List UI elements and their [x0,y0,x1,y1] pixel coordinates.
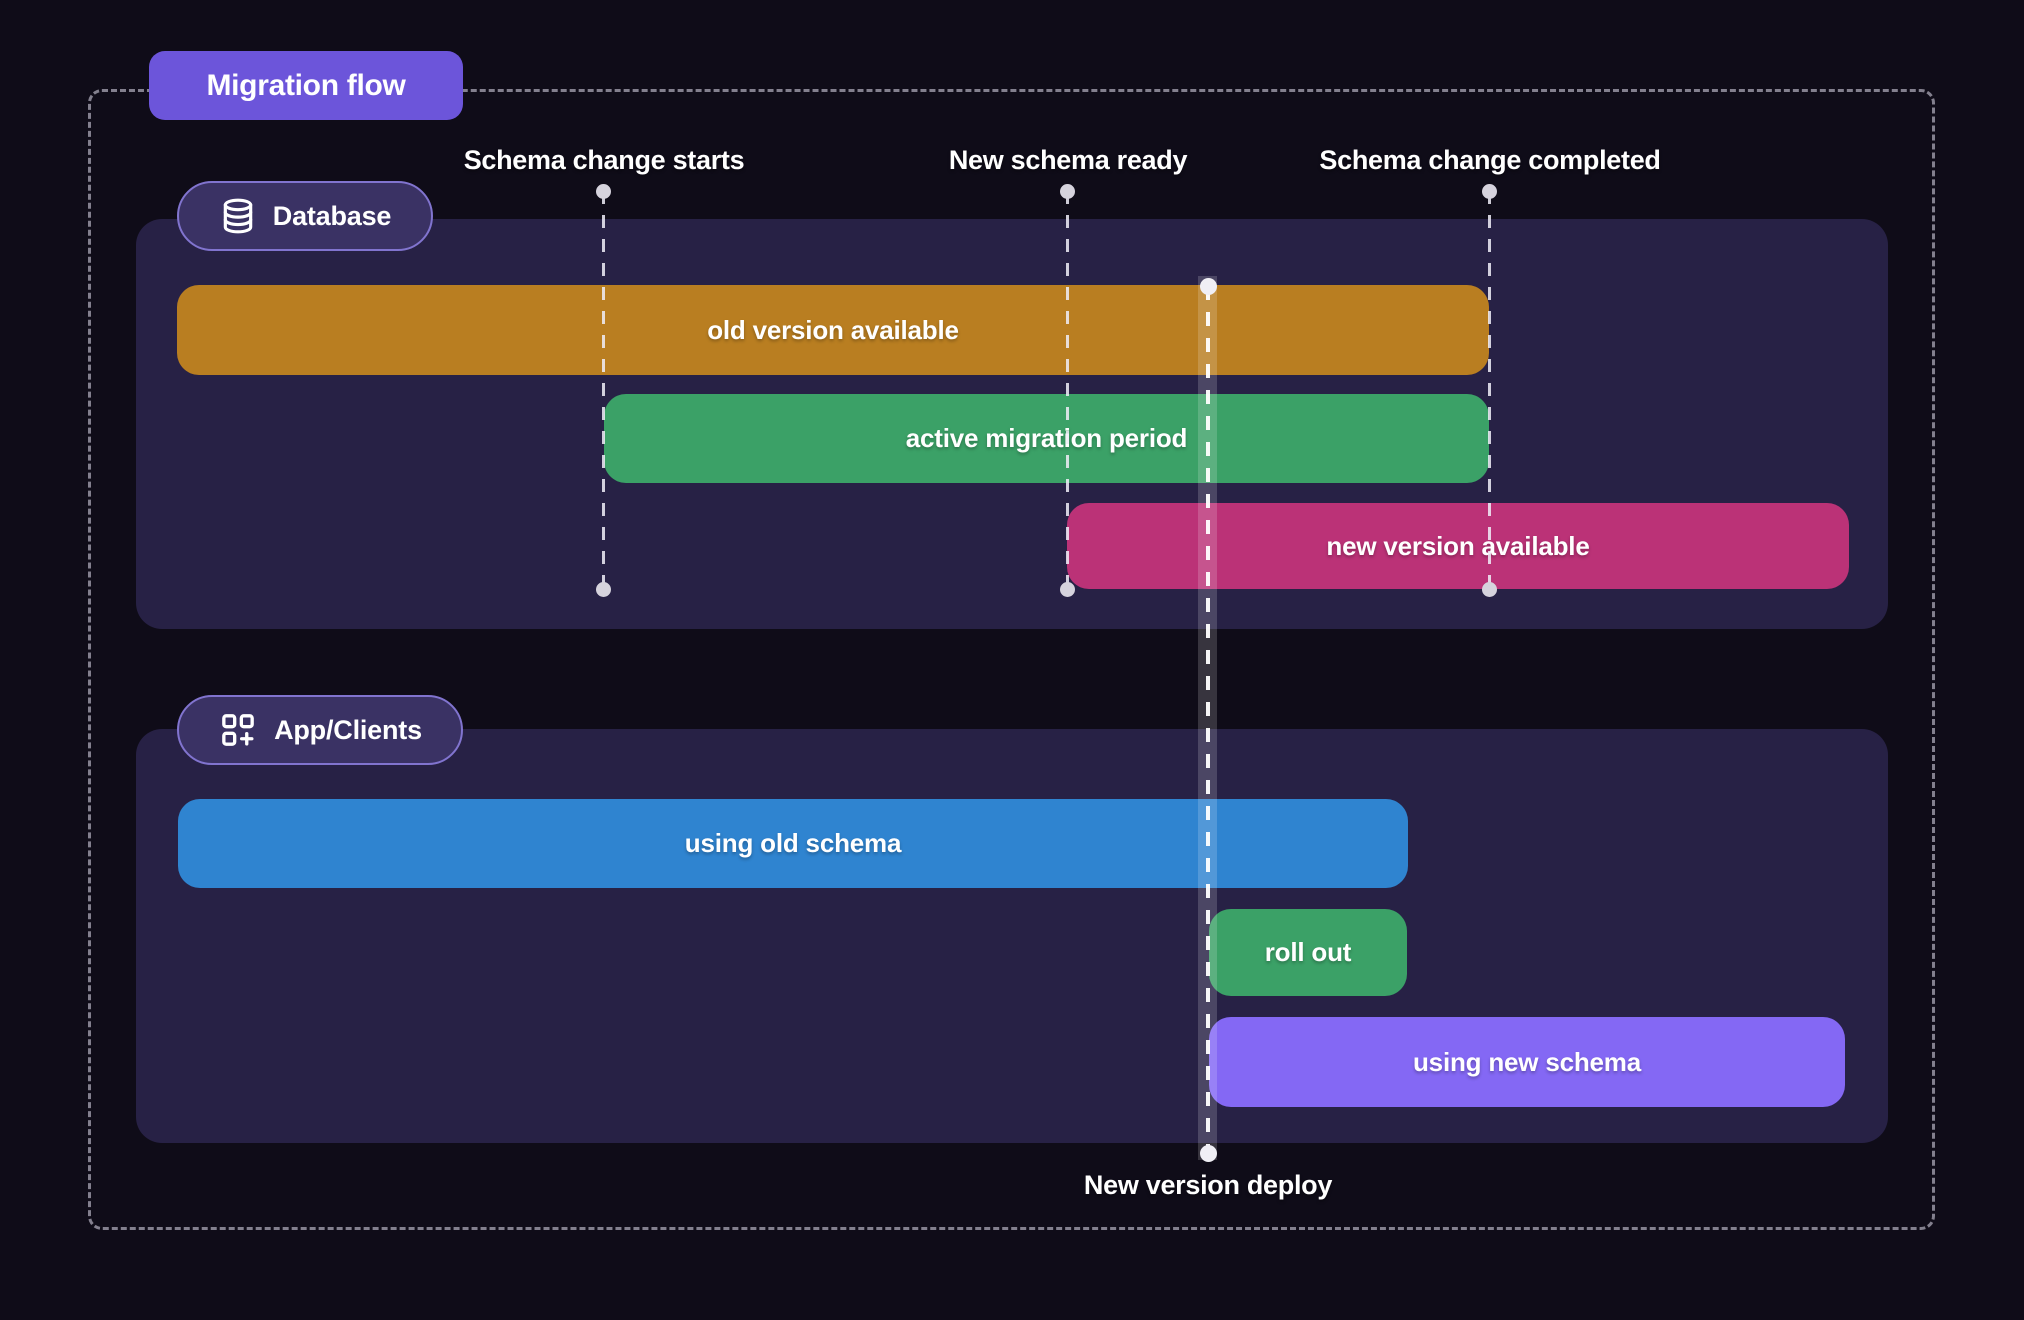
marker-label-new-schema-ready: New schema ready [948,145,1188,175]
bar-label: new version available [1326,530,1590,561]
bar-roll-out: roll out [1209,909,1407,996]
database-lane-badge: Database [177,181,433,251]
marker-dot [1060,184,1075,199]
bar-label: old version available [707,314,959,345]
marker-label-schema-change-completed: Schema change completed [1319,145,1661,175]
marker-line-schema-change-completed [1488,191,1491,589]
marker-dot [1482,582,1497,597]
bar-using-new-schema: using new schema [1209,1017,1845,1107]
bar-label: using old schema [684,828,902,858]
marker-dot [596,582,611,597]
app-clients-lane-badge: App/Clients [177,695,463,765]
flow-boundary [88,89,1935,1230]
deploy-marker-dot [1200,1145,1217,1162]
diagram-title-badge: Migration flow [149,51,463,120]
apps-plus-icon [218,710,258,750]
bar-old-version-available: old version available [177,285,1489,375]
diagram-title: Migration flow [206,68,406,102]
deploy-marker-dot [1200,278,1217,295]
marker-dot [1482,184,1497,199]
app-clients-lane-label: App/Clients [274,714,422,745]
bar-label: using new schema [1413,1046,1641,1077]
bar-label: roll out [1264,937,1352,967]
marker-line-new-schema-ready [1066,191,1069,589]
database-icon [219,197,257,235]
deploy-marker-line [1206,286,1210,1153]
bar-new-version-available: new version available [1067,503,1849,589]
marker-dot [1060,582,1075,597]
bar-using-old-schema: using old schema [178,799,1408,888]
marker-dot [596,184,611,199]
marker-label-schema-change-starts: Schema change starts [463,145,745,175]
bar-active-migration-period: active migration period [604,394,1489,483]
marker-label-new-version-deploy: New version deploy [1083,1170,1333,1200]
bar-label: active migration period [905,423,1188,453]
database-lane-label: Database [272,200,392,231]
marker-line-schema-change-starts [602,191,605,589]
